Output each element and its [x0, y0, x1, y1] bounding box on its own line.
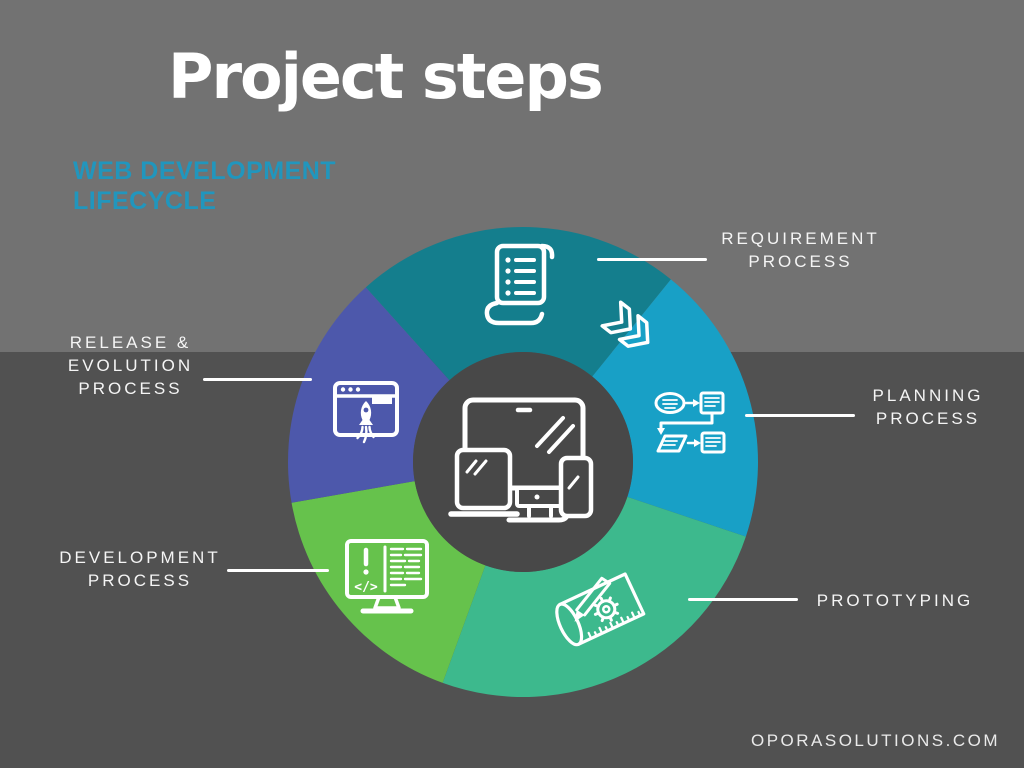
label-line: PLANNING — [872, 386, 984, 405]
connector-line-release — [203, 378, 312, 381]
segment-label-requirement: REQUIREMENT PROCESS — [688, 227, 913, 273]
segment-label-development: DEVELOPMENT PROCESS — [45, 546, 235, 592]
connector-line-planning — [745, 414, 855, 417]
segment-label-release: RELEASE & EVOLUTION PROCESS — [38, 331, 223, 400]
segment-label-planning: PLANNING PROCESS — [843, 384, 1013, 430]
page-subtitle: WEB DEVELOPMENT LIFECYCLE — [73, 156, 393, 216]
label-line: PROCESS — [875, 409, 981, 428]
double-chevron-icon — [600, 300, 650, 348]
connector-line-prototyping — [688, 598, 798, 601]
subtitle-line: LIFECYCLE — [73, 187, 217, 215]
label-line: PROCESS — [87, 571, 193, 590]
blueprint-tools-icon — [555, 572, 646, 647]
svg-text:</>: </> — [354, 580, 378, 595]
segment-label-prototyping: PROTOTYPING — [800, 589, 990, 612]
responsive-devices-icon — [448, 397, 594, 523]
subtitle-line: WEB DEVELOPMENT — [73, 157, 337, 185]
label-line: DEVELOPMENT — [59, 548, 221, 567]
label-line: PROTOTYPING — [816, 591, 974, 610]
scroll-checklist-icon — [484, 243, 555, 326]
connector-line-development — [227, 569, 329, 572]
page-title: Project steps — [168, 40, 604, 113]
lifecycle-donut-chart: </> — [288, 227, 758, 697]
label-line: PROCESS — [748, 252, 853, 271]
label-line: REQUIREMENT — [721, 229, 880, 248]
segment-development — [291, 481, 486, 683]
donut-center-disc — [413, 352, 633, 572]
flowchart-icon — [654, 391, 726, 454]
code-monitor-icon: </> — [345, 539, 429, 614]
label-line: RELEASE & — [69, 333, 192, 352]
segment-prototyping — [442, 496, 746, 697]
rocket-window-icon — [333, 381, 399, 444]
connector-line-requirement — [597, 258, 707, 261]
label-line: PROCESS — [78, 379, 183, 398]
label-line: EVOLUTION — [67, 356, 194, 375]
website-url: OPORASOLUTIONS.COM — [750, 731, 1000, 750]
